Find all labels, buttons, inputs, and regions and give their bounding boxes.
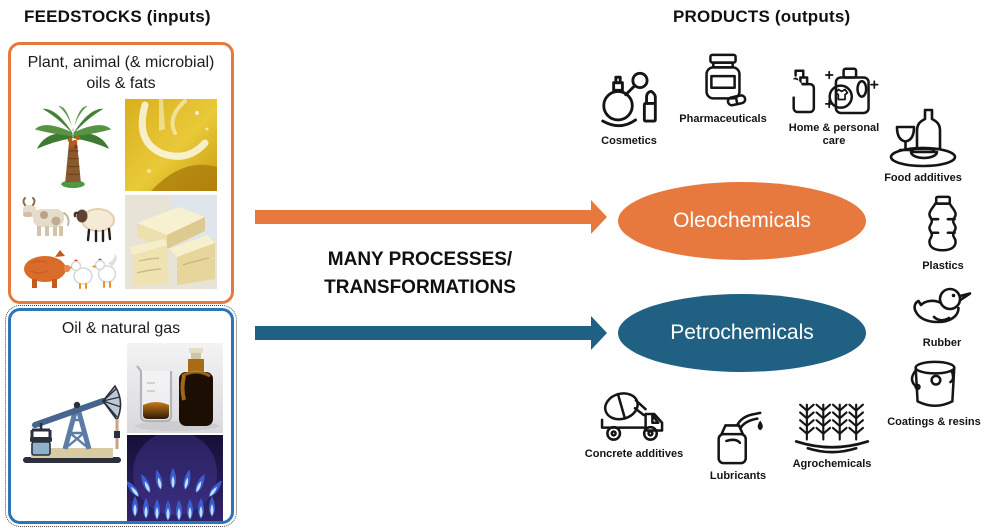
oil-box-caption: Oil & natural gas — [61, 320, 181, 337]
palm-tree-image — [34, 105, 112, 189]
wheat-icon — [794, 403, 870, 454]
process-label: MANY PROCESSES/ TRANSFORMATIONS — [324, 249, 516, 298]
product-rubber: Rubber — [902, 284, 982, 350]
product-label: Cosmetics — [601, 135, 657, 147]
paint-bucket-icon — [910, 360, 956, 408]
product-pharmaceuticals: Pharmaceuticals — [668, 50, 778, 126]
farm-animals-image — [22, 197, 117, 289]
petro-arrow — [255, 316, 607, 350]
oil-can-icon — [717, 411, 763, 465]
soap-detergent-icon — [786, 67, 879, 115]
oil-pump-jack-image — [23, 384, 122, 463]
products-title: PRODUCTS (outputs) — [673, 7, 851, 26]
product-label: Lubricants — [709, 470, 767, 482]
product-food-additives: Food additives — [874, 105, 972, 185]
product-label: Home & personal care — [788, 122, 880, 147]
product-concrete-additives: Concrete additives — [574, 385, 694, 461]
petrochemicals-label: Petrochemicals — [670, 321, 814, 344]
product-agrochemicals: Agrochemicals — [780, 397, 884, 471]
butter-blocks-image — [125, 195, 217, 289]
oil-natural-gas-box: Oil & natural gas — [5, 305, 237, 527]
product-label: Concrete additives — [584, 448, 684, 460]
pill-bottle-icon — [705, 53, 747, 107]
mixer-truck-icon — [600, 392, 664, 441]
product-label: Rubber — [922, 337, 962, 349]
product-label: Coatings & resins — [887, 416, 981, 428]
petrochemicals-oval: Petrochemicals — [618, 294, 866, 372]
water-bottle-icon — [928, 195, 957, 252]
beaker-and-oil-bottle-image — [127, 343, 223, 433]
product-label: Food additives — [884, 172, 962, 184]
plant-animal-oils-box: Plant, animal (& microbial) oils & fats — [8, 42, 234, 304]
product-label: Agrochemicals — [792, 458, 872, 470]
wine-plate-icon — [889, 108, 957, 168]
perfume-lipstick-icon — [601, 71, 657, 128]
product-label: Plastics — [922, 260, 964, 272]
product-lubricants: Lubricants — [698, 409, 778, 483]
oleo-arrow — [255, 200, 607, 234]
product-cosmetics: Cosmetics — [583, 64, 675, 148]
feedstocks-title: FEEDSTOCKS (inputs) — [24, 7, 211, 26]
golden-oil-image — [125, 99, 217, 191]
gas-flames-image — [127, 435, 223, 521]
product-plastics: Plastics — [908, 193, 978, 273]
product-label: Pharmaceuticals — [679, 113, 767, 125]
rubber-duck-icon — [913, 287, 972, 324]
oleochemicals-label: Oleochemicals — [673, 209, 811, 232]
plant-box-caption: Plant, animal (& microbial) oils & fats — [27, 54, 215, 92]
product-coatings-resins: Coatings & resins — [880, 357, 988, 429]
product-home-personal-care: Home & personal care — [778, 57, 890, 148]
oleochemicals-oval: Oleochemicals — [618, 182, 866, 260]
